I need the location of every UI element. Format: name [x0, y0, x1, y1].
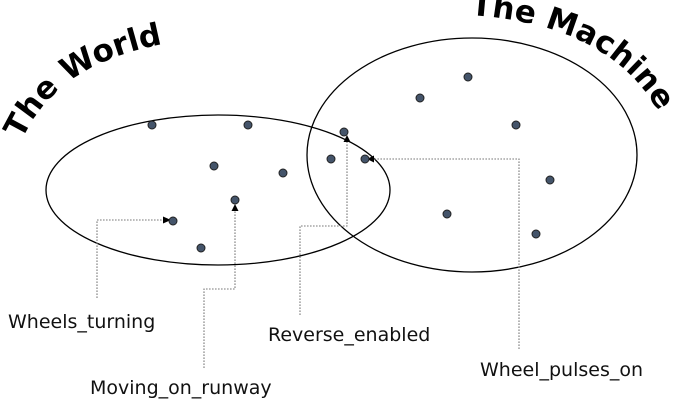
world-set-ellipse: [45, 114, 391, 266]
machine-point: [415, 93, 425, 103]
label-wheels-turning: Wheels_turning: [8, 311, 155, 333]
arrowhead-moving-on-runway: [231, 204, 239, 211]
machine-point: [545, 175, 555, 185]
arrowhead-wheel-pulses-on: [367, 155, 374, 163]
world-point: [209, 161, 219, 171]
world-point: [278, 168, 288, 178]
world-point: [196, 243, 206, 253]
shared-point-reverse-enabled: [339, 127, 349, 137]
label-moving-on-runway: Moving_on_runway: [90, 377, 272, 399]
world-point: [147, 120, 157, 130]
machine-title: The Machine: [470, 0, 683, 116]
world-point-wheels-turning: [168, 216, 178, 226]
machine-point: [442, 209, 452, 219]
machine-title-text: The Machine: [470, 0, 683, 116]
world-point: [243, 120, 253, 130]
arrowhead-reverse-enabled: [343, 135, 351, 142]
arrowhead-wheels-turning: [163, 216, 171, 224]
leader-wheels-turning: [96, 219, 166, 298]
leader-wheel-pulses-on: [372, 158, 520, 349]
shared-points: [326, 127, 370, 164]
machine-point: [531, 229, 541, 239]
world-point-moving-on-runway: [230, 195, 240, 205]
machine-point: [463, 72, 473, 82]
shared-point: [326, 154, 336, 164]
world-title-text: The World: [0, 17, 164, 144]
label-wheel-pulses-on: Wheel_pulses_on: [480, 359, 643, 381]
leader-moving-on-runway: [203, 209, 236, 368]
shared-point-wheel-pulses-on: [360, 154, 370, 164]
machine-point: [511, 120, 521, 130]
label-reverse-enabled: Reverse_enabled: [268, 324, 430, 346]
world-title: The World: [0, 17, 164, 144]
machine-points: [415, 72, 555, 239]
world-points: [147, 120, 288, 253]
leader-reverse-enabled: [299, 140, 348, 315]
machine-set-ellipse: [306, 37, 638, 273]
